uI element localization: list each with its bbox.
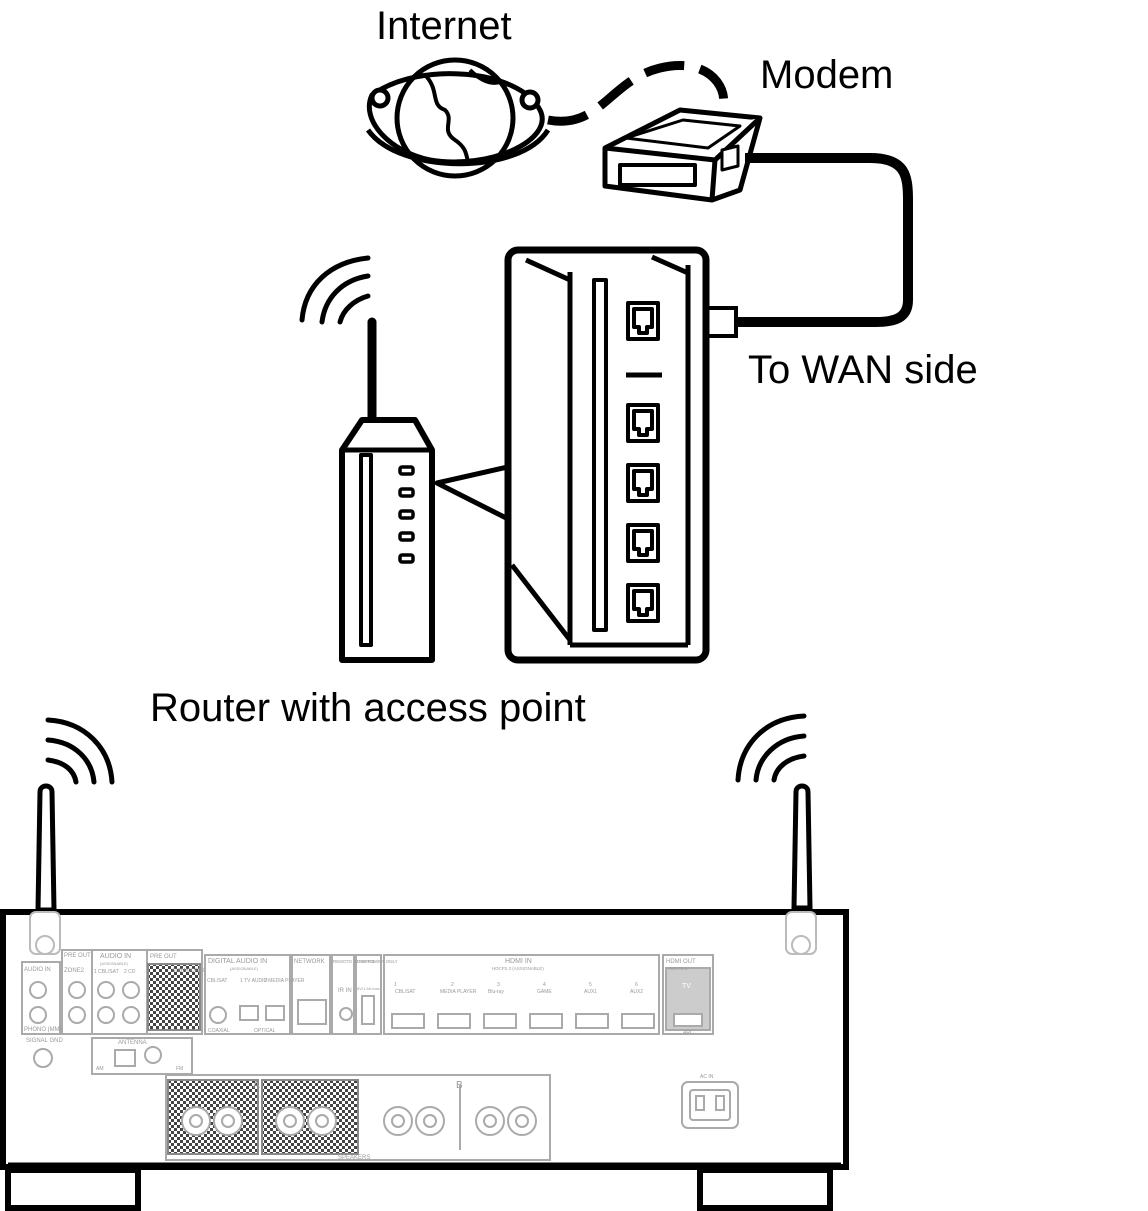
hdmi-number-3: 3 <box>497 982 500 988</box>
optical-label: OPTICAL <box>254 1028 276 1034</box>
hdcp-in-label: HDCP2.3 (ASSIGNABLE) <box>492 966 544 971</box>
hdmi-input-6: AUX2 <box>630 989 643 995</box>
wan-cable <box>735 153 913 327</box>
internet-label: Internet <box>376 4 512 48</box>
cbl-sat-1-label: 1 CBL/SAT <box>94 969 119 975</box>
hdmi-number-5: 5 <box>589 982 592 988</box>
cbl-sat-label: CBL/SAT <box>207 978 227 984</box>
hdmi-input-2: MEDIA PLAYER <box>440 989 477 995</box>
globe-icon <box>365 57 551 179</box>
speakers-a-label: A <box>253 1080 260 1091</box>
audio-in-label: AUDIO IN <box>100 953 131 960</box>
phono-label: PHONO (MM) <box>24 1027 62 1033</box>
tv-audio-label: 1 TV AUDIO <box>240 978 268 984</box>
speakers-label: SPEAKERS <box>338 1155 370 1161</box>
ir-in-label: IR IN <box>338 988 352 994</box>
fm-label: FM <box>176 1066 183 1072</box>
am-label: AM <box>96 1066 104 1072</box>
modem-label: Modem <box>760 53 894 97</box>
internet-link <box>547 61 729 126</box>
preout-zone-label: PRE OUT <box>64 953 91 959</box>
audio-in-left-label: AUDIO IN <box>24 967 51 973</box>
speakers-b-label: B <box>456 1080 463 1091</box>
antenna-label: ANTENNA <box>118 1040 147 1046</box>
subwoofer-label: SUBWOOFER <box>172 968 205 974</box>
assignable-2-label: (ASSIGNABLE) <box>230 966 259 971</box>
cd-2-label: 2 CD <box>124 969 136 975</box>
hdmi-input-3: Blu-ray <box>488 989 504 995</box>
hdmi-in-label: HDMI IN <box>505 958 532 965</box>
media-player-2-label: 2 MEDIA PLAYER <box>264 978 305 984</box>
hdmi-out-label: HDMI OUT <box>666 959 696 965</box>
preout-label: PRE OUT <box>150 954 177 960</box>
remote-control-label: REMOTE CONTROL <box>333 959 376 964</box>
arc-label: ARC <box>683 1030 694 1036</box>
modem-icon <box>602 107 763 203</box>
hdmi-input-5: AUX1 <box>584 989 597 995</box>
router-label: Router with access point <box>150 686 586 730</box>
hdmi-number-2: 2 <box>451 982 454 988</box>
router-wifi-icon <box>299 255 371 325</box>
ac-in-label: AC IN <box>700 1074 714 1080</box>
zone2-label: ZONE2 <box>64 968 85 974</box>
receiver-antennas <box>35 713 813 913</box>
usb-rating-label: 5V/1.5A max <box>357 986 380 991</box>
receiver-rear-panel: PRE OUT ZONE2 AUDIO IN PHONO (MM) SIGNAL… <box>21 949 739 1161</box>
digital-audio-in-label: DIGITAL AUDIO IN <box>208 958 267 965</box>
hdmi-number-1: 1 <box>394 982 397 988</box>
hdmi-number-4: 4 <box>543 982 546 988</box>
router-icon <box>339 246 710 664</box>
hdmi-number-6: 6 <box>635 982 638 988</box>
hdcp-out-label: HDCP2.3 <box>668 966 688 971</box>
network-label: NETWORK <box>294 959 325 965</box>
hdmi-input-1: CBL/SAT <box>395 989 415 995</box>
tv-label: TV <box>682 983 691 990</box>
hdmi-input-4: GAME <box>537 989 552 995</box>
coaxial-label: COAXIAL <box>208 1028 230 1034</box>
assignable-1-label: (ASSIGNABLE) <box>100 961 129 966</box>
signal-gnd-label: SIGNAL GND <box>26 1038 63 1044</box>
usb-power-label: USB POWER ONLY <box>357 959 398 964</box>
wan-side-label: To WAN side <box>748 348 978 392</box>
